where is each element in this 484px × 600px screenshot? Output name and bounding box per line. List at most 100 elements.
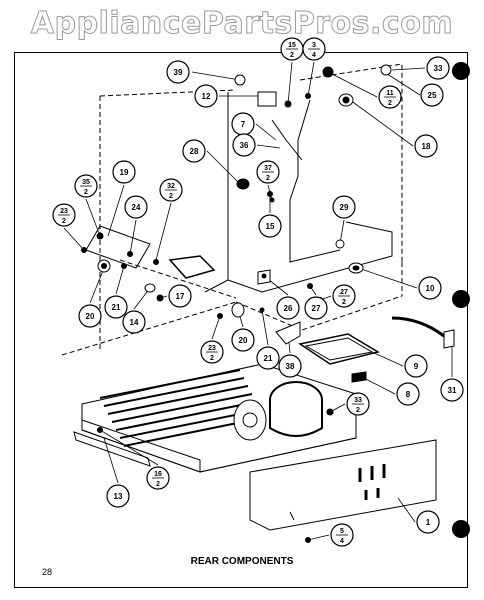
callout-circle [168,284,192,308]
callout-number: 33 [434,64,443,73]
part-callout: 272 [332,284,356,308]
mounting-bracket [73,431,151,467]
watermark: AppliancePartsPros.com [30,6,454,42]
callout-number: 15 [288,42,296,49]
part-callout: 24 [124,195,148,219]
diagram-caption: REAR COMPONENTS [190,556,294,567]
callout-circle [106,484,130,508]
callout-number: 37 [264,165,272,172]
callout-number: 36 [240,141,249,150]
callout-number: 11 [386,90,394,97]
callout-quantity: 2 [342,299,346,306]
callout-circle [426,56,450,80]
part-callout: 7 [231,112,255,136]
part-callout: 20 [78,304,102,328]
part-callout: 19 [112,160,136,184]
callout-circle [124,195,148,219]
binder-hole-middle [452,290,470,308]
callout-circle [78,304,102,328]
callout-circle [182,139,206,163]
callout-number: 16 [154,471,162,478]
back-panel-left-edge [204,279,229,293]
part-callout: 112 [378,85,402,109]
part-callout: 18 [414,134,438,158]
callout-number: 1 [426,518,431,527]
drain-tube [391,316,445,338]
callout-quantity: 2 [169,193,173,200]
callout-quantity: 2 [388,100,392,107]
callout-number: 23 [60,208,68,215]
callout-number: 28 [190,147,199,156]
part-callout: 322 [159,178,183,202]
callout-number: 39 [174,68,183,77]
callout-quantity: 2 [290,52,294,59]
part-callout: 38 [278,354,302,378]
part-callout: 14 [122,310,146,334]
part-callout: 232 [52,203,76,227]
part-callout: 25 [420,83,444,107]
part-callout: 162 [146,466,170,490]
part-callout: 9 [404,354,428,378]
binder-hole-top [452,62,470,80]
callout-number: 33 [354,397,362,404]
callout-quantity: 2 [356,407,360,414]
part-callout: 39 [166,60,190,84]
callout-circle [194,84,218,108]
callout-circle [304,296,328,320]
callout-number: 8 [406,390,411,399]
callout-number: 25 [428,91,437,100]
part-callout: 21 [104,295,128,319]
callout-number: 14 [130,318,139,327]
part-callout: 54 [330,523,354,547]
callout-number: 10 [426,284,435,293]
callout-number: 27 [312,304,321,313]
callout-number: 20 [86,312,95,321]
callout-number: 17 [176,292,185,301]
callout-number: 15 [266,222,275,231]
callout-number: 19 [120,168,129,177]
callout-number: 12 [202,92,211,101]
part-callout: 332 [346,392,370,416]
callout-number: 27 [340,289,348,296]
callout-number: 31 [448,386,457,395]
callout-circle [396,382,420,406]
callout-number: 29 [340,203,349,212]
binder-hole-bottom [452,520,470,538]
callout-number: 13 [114,492,123,501]
callout-quantity: 4 [312,52,316,59]
part-callout: 33 [426,56,450,80]
callout-circle [122,310,146,334]
callout-circle [278,354,302,378]
callout-quantity: 2 [210,355,214,362]
back-panel-frame [227,92,393,293]
access-cover [249,439,437,531]
part-callout: 352 [74,174,98,198]
callout-circle [104,295,128,319]
part-callout: 21 [256,346,280,370]
compressor [233,381,323,441]
drain-tray [298,333,380,365]
refrigerant-tubing [289,99,341,263]
callout-circle [420,83,444,107]
diagram-frame [14,52,468,588]
part-callout: 152 [280,37,304,61]
part-callout: 12 [194,84,218,108]
part-callout: 20 [231,328,255,352]
callout-number: 7 [241,120,246,129]
fan-bracket [85,225,151,269]
part-callout: 1 [416,510,440,534]
callout-circle [166,60,190,84]
callout-number: 18 [422,142,431,151]
page-number: 28 [42,567,53,577]
callout-number: 35 [82,179,90,186]
hardware-parts [81,64,455,543]
callout-circle [418,276,442,300]
callout-circle [440,378,464,402]
callout-quantity: 2 [266,175,270,182]
callout-circle [258,214,282,238]
callout-circle [414,134,438,158]
part-callout: 15 [258,214,282,238]
part-callout: 27 [304,296,328,320]
part-callout: 17 [168,284,192,308]
